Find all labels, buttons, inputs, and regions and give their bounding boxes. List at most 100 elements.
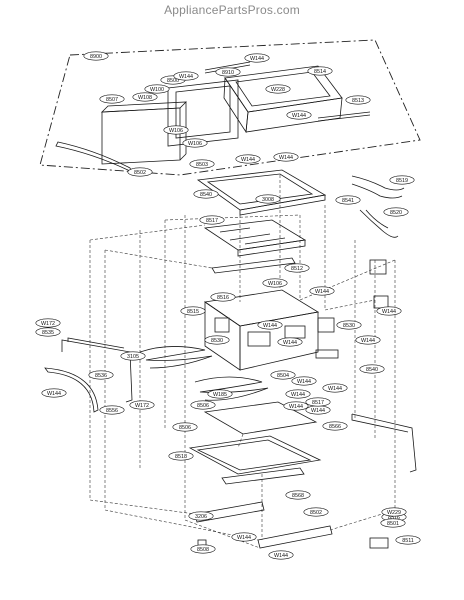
part-callout: 8566 xyxy=(322,421,348,431)
part-number-label: 8535 xyxy=(42,330,54,336)
part-callout: 8541 xyxy=(335,195,361,205)
part-number-label: W229 xyxy=(387,510,401,516)
callout-oval xyxy=(255,194,281,204)
callout-oval xyxy=(305,397,331,407)
part-callout: 8506 xyxy=(172,422,198,432)
part-number-label: W144 xyxy=(250,56,264,62)
part-callout: 3206 xyxy=(188,511,214,521)
part-number-label: W144 xyxy=(283,340,297,346)
callout-oval xyxy=(83,51,109,61)
callout-oval xyxy=(285,490,311,500)
assembly-guide-lines xyxy=(89,175,396,549)
callout-oval xyxy=(380,518,406,528)
part-number-label: 8568 xyxy=(292,493,304,499)
callout-oval xyxy=(283,401,309,411)
part-callout: 8504 xyxy=(270,370,296,380)
part-callout: W144 xyxy=(173,71,199,81)
part-callout: W144 xyxy=(235,154,261,164)
part-callout: 8568 xyxy=(285,490,311,500)
part-number-label: W144 xyxy=(311,408,325,414)
part-callout: W144 xyxy=(291,376,317,386)
part-callout: W100 xyxy=(144,84,170,94)
callout-oval xyxy=(381,507,407,517)
part-callout: W144 xyxy=(41,388,67,398)
part-callout: W144 xyxy=(273,152,299,162)
part-number-label: 8512 xyxy=(291,266,303,272)
part-callout: 8517 xyxy=(199,215,225,225)
part-callout: W144 xyxy=(277,337,303,347)
part-number-label: W144 xyxy=(382,309,396,315)
callout-oval xyxy=(35,327,61,337)
callout-oval xyxy=(345,95,371,105)
part-callout: W172 xyxy=(129,400,155,410)
part-number-label: W106 xyxy=(188,141,202,147)
callout-oval xyxy=(163,125,189,135)
callout-oval xyxy=(309,286,335,296)
part-callout: W144 xyxy=(257,320,283,330)
callout-oval xyxy=(144,84,170,94)
part-callout: 8518 xyxy=(168,451,194,461)
callout-oval xyxy=(182,138,208,148)
part-callout: 8502 xyxy=(127,167,153,177)
callout-oval xyxy=(168,451,194,461)
part-number-label: 8506 xyxy=(197,403,209,409)
part-number-label: W172 xyxy=(41,321,55,327)
callout-oval xyxy=(277,337,303,347)
callout-oval xyxy=(199,215,225,225)
part-callout: 8502 xyxy=(303,507,329,517)
part-callout: W144 xyxy=(322,383,348,393)
part-callout: W144 xyxy=(231,532,257,542)
part-number-label: 8556 xyxy=(106,408,118,414)
part-number-label: 8500 xyxy=(167,78,179,84)
part-number-label: W228 xyxy=(271,87,285,93)
part-number-label: 8517 xyxy=(206,218,218,224)
part-callout: W228 xyxy=(265,84,291,94)
part-callout: 3008 xyxy=(255,194,281,204)
part-callout: W106 xyxy=(182,138,208,148)
part-callout: W144 xyxy=(305,405,331,415)
part-callout: 8507 xyxy=(99,94,125,104)
part-callout: 8530 xyxy=(336,320,362,330)
part-number-label: W172 xyxy=(135,403,149,409)
part-number-label: 8540 xyxy=(366,367,378,373)
callout-oval xyxy=(395,535,421,545)
part-number-label: 8515 xyxy=(187,309,199,315)
part-number-label: W144 xyxy=(237,535,251,541)
part-callout: 3105 xyxy=(120,351,146,361)
part-callout: W144 xyxy=(268,550,294,560)
part-number-label: W144 xyxy=(315,289,329,295)
callout-oval xyxy=(336,320,362,330)
callout-oval xyxy=(132,92,158,102)
part-number-label: W144 xyxy=(292,113,306,119)
part-callout: W172 xyxy=(35,318,61,328)
part-number-label: 8514 xyxy=(314,69,326,75)
callout-oval xyxy=(322,421,348,431)
part-number-label: 8519 xyxy=(396,178,408,184)
part-callout: 8556 xyxy=(99,405,125,415)
insulation-pad xyxy=(203,219,307,257)
part-callout: W108 xyxy=(132,92,158,102)
part-number-label: W144 xyxy=(47,391,61,397)
callout-oval xyxy=(210,292,236,302)
part-callout: 8540 xyxy=(359,364,385,374)
part-callout: W144 xyxy=(309,286,335,296)
part-number-label: 8518 xyxy=(175,454,187,460)
part-number-label: 8900 xyxy=(90,54,102,60)
part-callout: 8506 xyxy=(190,400,216,410)
part-number-label: W144 xyxy=(241,157,255,163)
drawer-side-panel xyxy=(167,79,239,147)
part-callout: 8540 xyxy=(193,189,219,199)
callout-oval xyxy=(120,351,146,361)
part-number-label: 8540 xyxy=(200,192,212,198)
callout-oval xyxy=(127,167,153,177)
part-callout: 8515 xyxy=(180,306,206,316)
part-callout: 8511 xyxy=(395,535,421,545)
support-bracket xyxy=(211,257,296,274)
part-callout: W185 xyxy=(207,389,233,399)
part-number-label: W144 xyxy=(274,553,288,559)
part-number-label: 8502 xyxy=(310,510,322,516)
callout-oval xyxy=(235,154,261,164)
callout-oval xyxy=(265,84,291,94)
callout-oval xyxy=(303,507,329,517)
